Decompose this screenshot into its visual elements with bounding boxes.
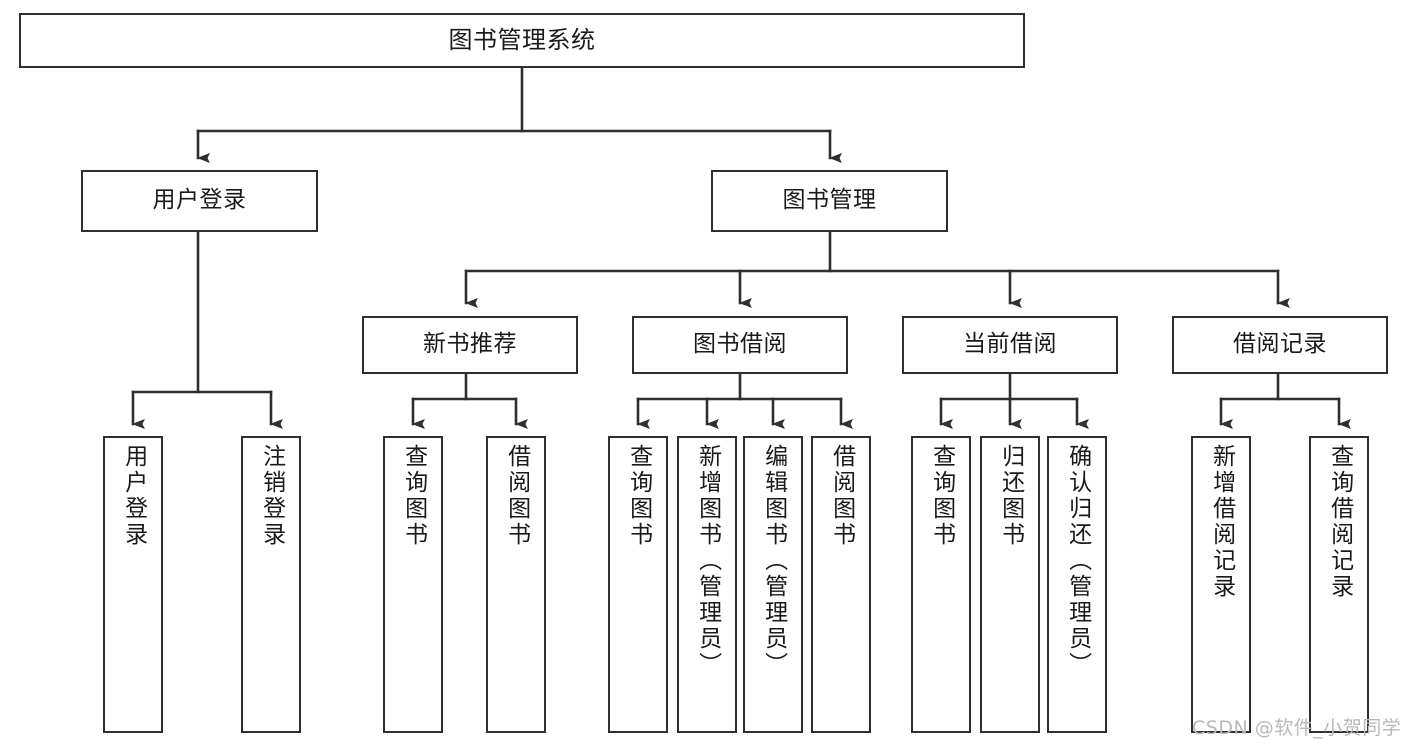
- node-leaf-edit-book-admin-label: 编辑图书（管理员）: [760, 444, 787, 678]
- node-leaf-return-book[interactable]: 归还图书: [980, 436, 1040, 733]
- node-user-login[interactable]: 用户登录: [81, 170, 318, 232]
- node-leaf-query-book-1[interactable]: 查询图书: [383, 436, 443, 733]
- csdn-watermark: CSDN @软件_小贺同学: [1192, 717, 1402, 739]
- node-leaf-add-borrow-record-label: 新增借阅记录: [1208, 444, 1235, 600]
- node-leaf-borrow-book-1[interactable]: 借阅图书: [486, 436, 546, 733]
- node-book-borrow[interactable]: 图书借阅: [632, 316, 848, 374]
- node-book-borrow-label: 图书借阅: [693, 331, 787, 358]
- node-current-borrow-label: 当前借阅: [963, 331, 1057, 358]
- node-book-management[interactable]: 图书管理: [711, 170, 948, 232]
- node-leaf-confirm-return-admin-label: 确认归还（管理员）: [1064, 444, 1091, 678]
- node-leaf-return-book-label: 归还图书: [997, 444, 1024, 548]
- node-leaf-add-book-admin[interactable]: 新增图书（管理员）: [677, 436, 737, 733]
- node-leaf-user-login[interactable]: 用户登录: [103, 436, 163, 733]
- node-leaf-add-book-admin-label: 新增图书（管理员）: [694, 444, 721, 678]
- node-leaf-query-borrow-record[interactable]: 查询借阅记录: [1309, 436, 1369, 733]
- node-leaf-borrow-book-1-label: 借阅图书: [503, 444, 530, 548]
- node-leaf-borrow-book-2[interactable]: 借阅图书: [811, 436, 871, 733]
- node-leaf-query-book-1-label: 查询图书: [400, 444, 427, 548]
- node-leaf-confirm-return-admin[interactable]: 确认归还（管理员）: [1047, 436, 1107, 733]
- node-borrow-record-label: 借阅记录: [1233, 331, 1327, 358]
- node-new-book-recommend-label: 新书推荐: [423, 331, 517, 358]
- node-borrow-record[interactable]: 借阅记录: [1172, 316, 1388, 374]
- node-root[interactable]: 图书管理系统: [19, 13, 1025, 68]
- node-leaf-query-book-2[interactable]: 查询图书: [608, 436, 668, 733]
- node-root-label: 图书管理系统: [448, 26, 596, 55]
- node-leaf-logout-login-label: 注销登录: [258, 444, 285, 548]
- node-leaf-add-borrow-record[interactable]: 新增借阅记录: [1191, 436, 1251, 733]
- node-user-login-label: 用户登录: [152, 187, 247, 214]
- node-leaf-edit-book-admin[interactable]: 编辑图书（管理员）: [743, 436, 803, 733]
- node-new-book-recommend[interactable]: 新书推荐: [362, 316, 578, 374]
- node-leaf-query-book-2-label: 查询图书: [625, 444, 652, 548]
- node-leaf-logout-login[interactable]: 注销登录: [241, 436, 301, 733]
- node-leaf-query-book-3-label: 查询图书: [928, 444, 955, 548]
- node-leaf-query-book-3[interactable]: 查询图书: [911, 436, 971, 733]
- node-leaf-query-borrow-record-label: 查询借阅记录: [1326, 444, 1353, 600]
- node-current-borrow[interactable]: 当前借阅: [902, 316, 1118, 374]
- node-leaf-borrow-book-2-label: 借阅图书: [828, 444, 855, 548]
- node-book-management-label: 图书管理: [782, 187, 877, 214]
- node-leaf-user-login-label: 用户登录: [120, 444, 147, 548]
